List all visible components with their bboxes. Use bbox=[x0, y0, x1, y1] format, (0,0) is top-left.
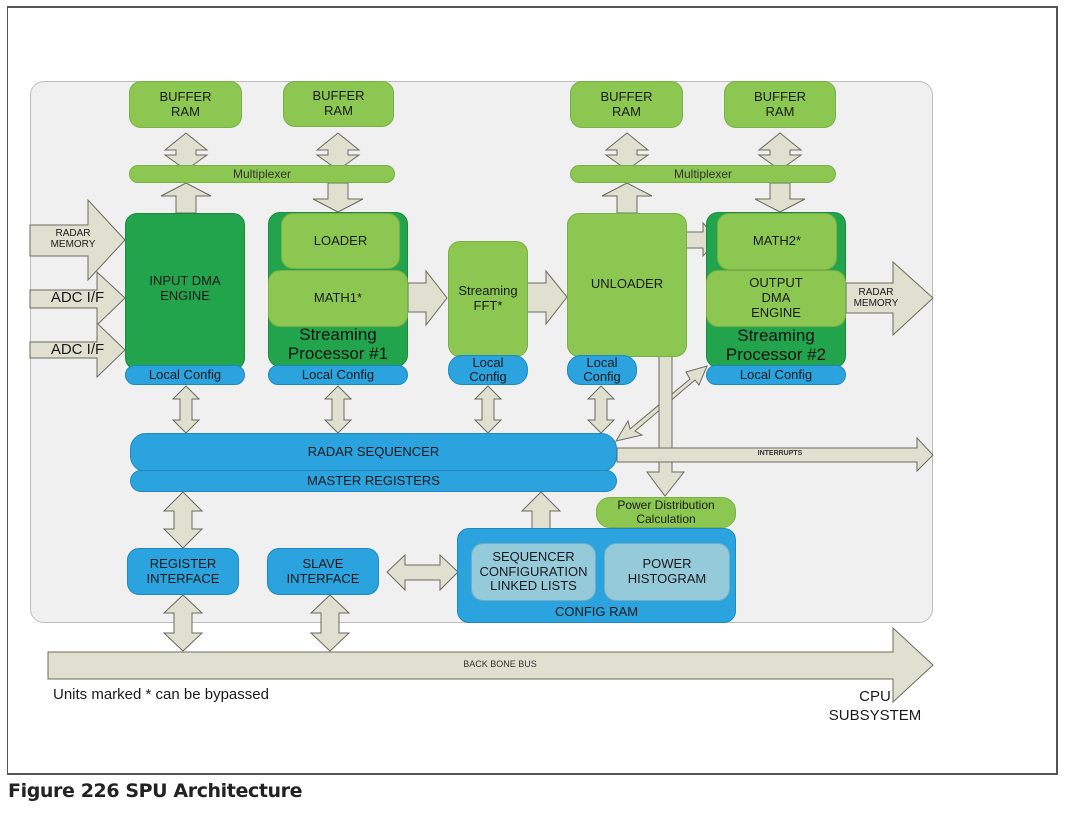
adc2-label: ADC I/F bbox=[50, 341, 105, 358]
math2-block: MATH2* bbox=[717, 213, 837, 270]
master-registers: MASTER REGISTERS bbox=[130, 470, 617, 492]
radar-memory-in-label: RADAR MEMORY bbox=[50, 228, 96, 250]
backbone-bus-label: BACK BONE BUS bbox=[463, 659, 537, 669]
adc1-label: ADC I/F bbox=[50, 289, 105, 306]
input-dma-engine: INPUT DMA ENGINE bbox=[125, 213, 245, 370]
slave-interface: SLAVE INTERFACE bbox=[267, 548, 379, 595]
sp1-local-config: Local Config bbox=[268, 365, 408, 385]
interrupts-label: INTERRUPTS bbox=[757, 450, 803, 457]
buffer-ram-2: BUFFER RAM bbox=[283, 81, 394, 127]
radar-memory-out-label: RADAR MEMORY bbox=[853, 287, 899, 309]
bypass-footnote: Units marked * can be bypassed bbox=[53, 686, 269, 703]
fft-local-config: Local Config bbox=[448, 355, 528, 385]
unloader-block: UNLOADER bbox=[567, 213, 687, 357]
multiplexer-1: Multiplexer bbox=[129, 165, 395, 183]
multiplexer-2: Multiplexer bbox=[570, 165, 836, 183]
buffer-ram-3: BUFFER RAM bbox=[570, 81, 683, 128]
register-interface: REGISTER INTERFACE bbox=[127, 548, 239, 595]
power-distribution-calculation: Power Distribution Calculation bbox=[596, 497, 736, 528]
loader-block: LOADER bbox=[281, 213, 400, 269]
figure-caption: Figure 226 SPU Architecture bbox=[8, 780, 303, 802]
math1-block: MATH1* bbox=[268, 270, 408, 327]
radar-sequencer: RADAR SEQUENCER bbox=[130, 433, 617, 472]
buffer-ram-4: BUFFER RAM bbox=[724, 81, 836, 128]
power-histogram: POWER HISTOGRAM bbox=[604, 543, 730, 601]
unloader-local-config: Local Config bbox=[567, 355, 637, 385]
output-dma-engine: OUTPUT DMA ENGINE bbox=[706, 270, 846, 327]
streaming-fft-block: Streaming FFT* bbox=[448, 241, 528, 357]
buffer-ram-1: BUFFER RAM bbox=[129, 81, 242, 128]
sp2-local-config: Local Config bbox=[706, 365, 846, 385]
sequencer-config-linked-lists: SEQUENCER CONFIGURATION LINKED LISTS bbox=[471, 543, 596, 601]
input-dma-local-config: Local Config bbox=[125, 365, 245, 385]
cpu-subsystem-label: CPU SUBSYSTEM bbox=[828, 688, 922, 724]
